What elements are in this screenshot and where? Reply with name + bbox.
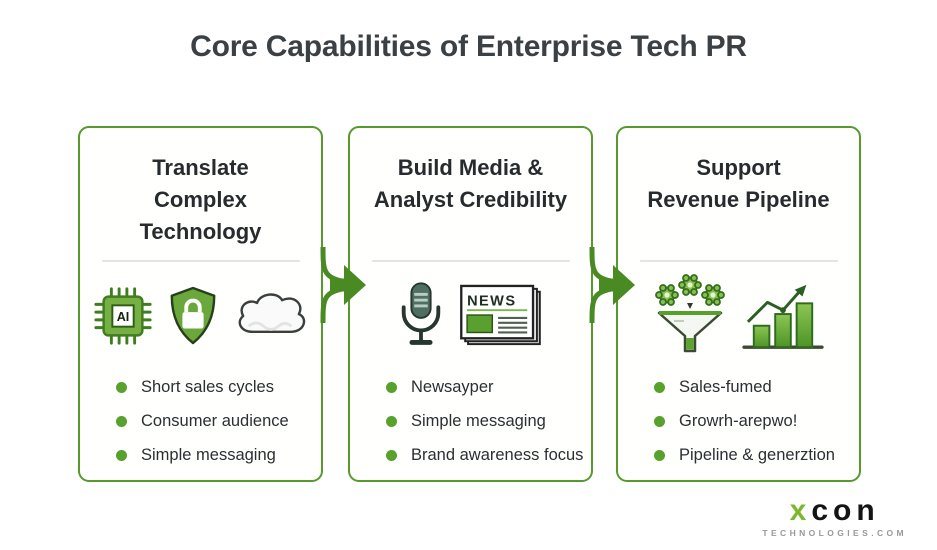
card-divider bbox=[639, 260, 838, 262]
bullet-text: Newsayper bbox=[411, 377, 494, 396]
logo-wordmark: xcon bbox=[762, 496, 907, 526]
bullet-dot-icon bbox=[116, 415, 127, 427]
bullet-text: Brand awareness focus bbox=[411, 445, 584, 464]
funnel-icon bbox=[652, 273, 728, 359]
bullet-dot-icon bbox=[116, 449, 127, 461]
card-bullets: Short sales cycles Consumer audience Sim… bbox=[80, 370, 321, 472]
microphone-icon bbox=[396, 280, 446, 352]
bullet-text: Pipeline & generztion bbox=[679, 445, 835, 464]
svg-text:AI: AI bbox=[116, 310, 129, 324]
logo-tagline: TECHNOLOGIES.COM bbox=[762, 528, 907, 538]
newspaper-icon: NEWS bbox=[458, 284, 546, 348]
ai-chip-icon: AI bbox=[92, 285, 154, 347]
bullet-dot-icon bbox=[654, 381, 665, 393]
card-build-media-analyst-credibility: Build Media & Analyst Credibility bbox=[348, 126, 593, 482]
svg-text:NEWS: NEWS bbox=[467, 293, 516, 309]
logo-rest: con bbox=[811, 494, 880, 527]
page-title: Core Capabilities of Enterprise Tech PR bbox=[190, 30, 747, 63]
bullet-item: Simple messaging bbox=[116, 438, 321, 472]
card-bullets: Sales-fumed Growrh-arepwo! Pipeline & ge… bbox=[618, 370, 859, 472]
bullet-text: Sales-fumed bbox=[679, 377, 772, 396]
card-icons-row bbox=[618, 268, 859, 364]
bullet-text: Growrh-arepwo! bbox=[679, 411, 798, 430]
bullet-item: Consumer audience bbox=[116, 404, 321, 438]
card-title: Translate Complex Technology bbox=[139, 155, 262, 244]
card-support-revenue-pipeline: Support Revenue Pipeline bbox=[616, 126, 861, 482]
bullet-item: Simple messaging bbox=[386, 404, 591, 438]
bullet-dot-icon bbox=[386, 415, 397, 427]
bullet-text: Simple messaging bbox=[141, 445, 276, 464]
brand-logo: xcon TECHNOLOGIES.COM bbox=[762, 496, 907, 539]
bullet-item: Sales-fumed bbox=[654, 370, 859, 404]
growth-chart-icon bbox=[740, 279, 826, 353]
bullet-item: Growrh-arepwo! bbox=[654, 404, 859, 438]
bullet-text: Short sales cycles bbox=[141, 377, 274, 396]
card-translate-complex-technology: Translate Complex Technology AI bbox=[78, 126, 323, 482]
card-bullets: Newsayper Simple messaging Brand awarene… bbox=[350, 370, 591, 472]
bullet-dot-icon bbox=[654, 449, 665, 461]
card-icons-row: AI bbox=[80, 268, 321, 364]
bullet-dot-icon bbox=[386, 449, 397, 461]
logo-x: x bbox=[789, 494, 812, 527]
flow-arrow-icon bbox=[585, 247, 637, 323]
bullet-item: Brand awareness focus bbox=[386, 438, 591, 472]
bullet-item: Newsayper bbox=[386, 370, 591, 404]
card-icons-row: NEWS bbox=[350, 268, 591, 364]
bullet-text: Simple messaging bbox=[411, 411, 546, 430]
bullet-dot-icon bbox=[116, 381, 127, 393]
security-shield-icon bbox=[166, 285, 220, 347]
card-title: Build Media & Analyst Credibility bbox=[373, 155, 568, 212]
card-divider bbox=[101, 260, 300, 262]
bullet-item: Pipeline & generztion bbox=[654, 438, 859, 472]
bullet-item: Short sales cycles bbox=[116, 370, 321, 404]
flow-arrow-icon bbox=[316, 247, 368, 323]
bullet-dot-icon bbox=[386, 381, 397, 393]
bullet-dot-icon bbox=[654, 415, 665, 427]
card-divider bbox=[371, 260, 570, 262]
bullet-text: Consumer audience bbox=[141, 411, 289, 430]
card-title: Support Revenue Pipeline bbox=[647, 155, 830, 212]
cloud-icon bbox=[232, 289, 310, 343]
